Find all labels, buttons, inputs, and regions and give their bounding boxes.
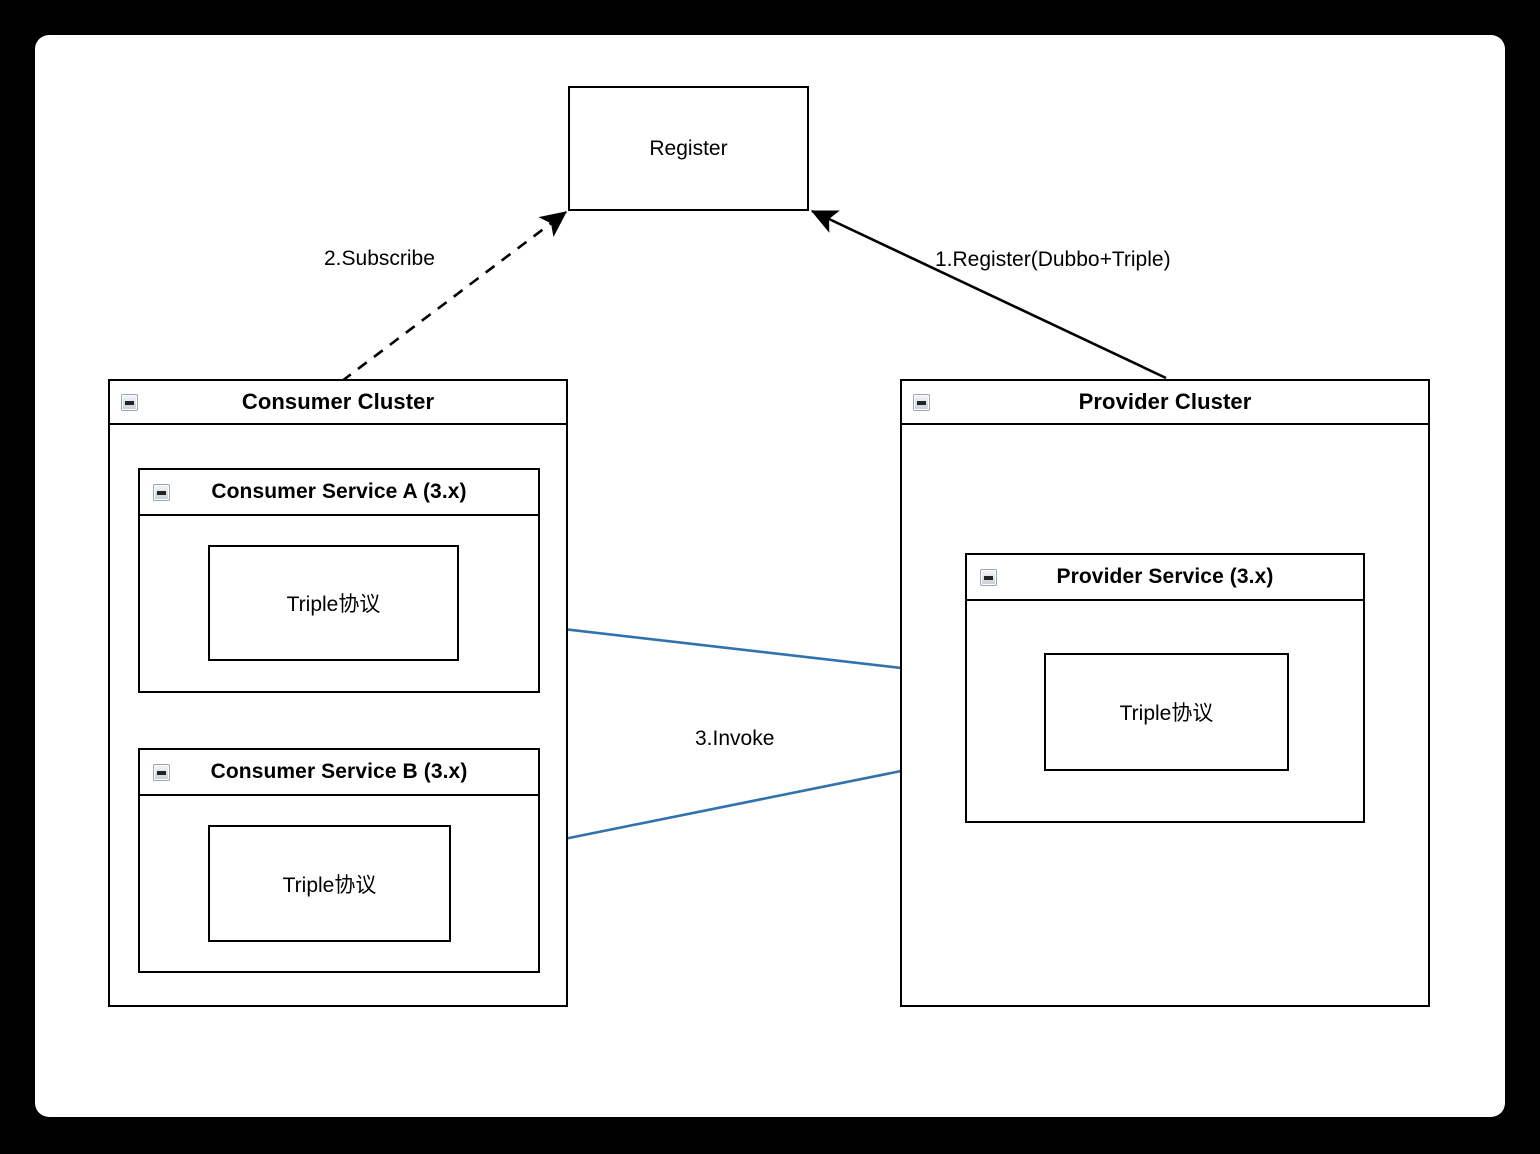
node-register[interactable]: Register	[568, 86, 809, 211]
minus-glyph	[157, 770, 166, 775]
consumer-service-a-title: Consumer Service A (3.x)	[211, 480, 467, 503]
consumer-b-protocol-label: Triple协议	[282, 873, 377, 897]
consumer-service-b-title-bar: Consumer Service B (3.x)	[140, 750, 538, 796]
consumer-a-protocol-label: Triple协议	[286, 593, 381, 616]
minus-glyph	[157, 490, 166, 495]
node-register-label: Register	[649, 136, 728, 160]
minus-glyph	[984, 575, 993, 580]
edge-label-register: 1.Register(Dubbo+Triple)	[935, 248, 1171, 271]
minus-glyph	[917, 400, 926, 405]
collapse-minus-icon[interactable]	[980, 569, 997, 586]
provider-service-title: Provider Service (3.x)	[1056, 565, 1274, 588]
edge-label-subscribe: 2.Subscribe	[324, 247, 435, 270]
provider-service-title-bar: Provider Service (3.x)	[967, 555, 1363, 601]
provider-cluster-title: Provider Cluster	[1078, 389, 1252, 414]
collapse-minus-icon[interactable]	[913, 394, 930, 411]
consumer-cluster-title-bar: Consumer Cluster	[110, 381, 566, 425]
collapse-minus-icon[interactable]	[153, 484, 170, 501]
consumer-service-b-title: Consumer Service B (3.x)	[210, 760, 468, 783]
node-consumer-b-protocol[interactable]: Triple协议	[208, 825, 451, 942]
node-provider-service[interactable]: Provider Service (3.x)	[965, 553, 1365, 823]
node-provider-protocol[interactable]: Triple协议	[1044, 653, 1289, 771]
edge-label-invoke: 3.Invoke	[695, 727, 775, 750]
minus-glyph	[125, 400, 134, 405]
provider-cluster-title-bar: Provider Cluster	[902, 381, 1428, 425]
collapse-minus-icon[interactable]	[153, 764, 170, 781]
provider-protocol-label: Triple协议	[1119, 702, 1214, 725]
node-consumer-a-protocol[interactable]: Triple协议	[208, 545, 459, 661]
consumer-cluster-title: Consumer Cluster	[241, 389, 435, 414]
consumer-service-a-title-bar: Consumer Service A (3.x)	[140, 470, 538, 516]
collapse-minus-icon[interactable]	[121, 394, 138, 411]
